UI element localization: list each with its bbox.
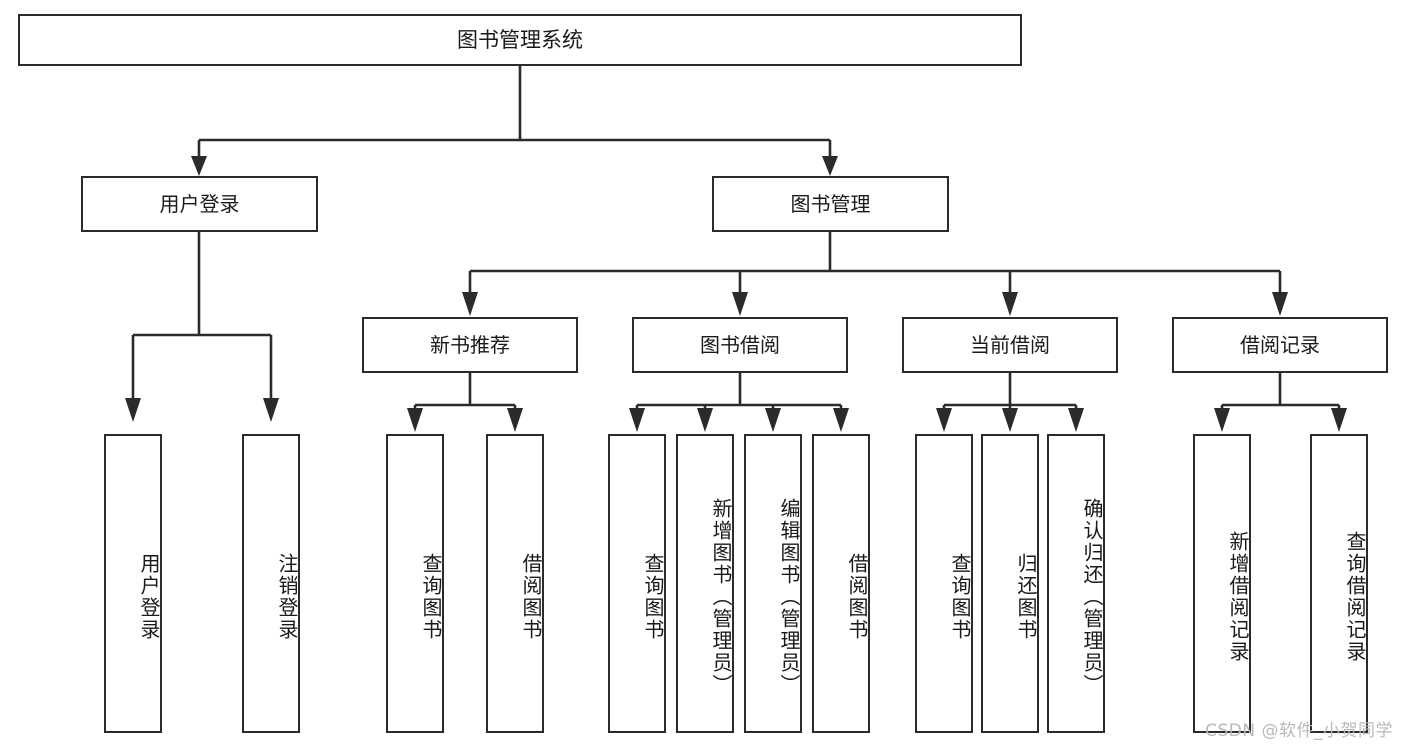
arrow-bm-child4 bbox=[1272, 292, 1288, 316]
arrow-nbr-c1 bbox=[407, 408, 423, 432]
leaf-borrow-borrow-book[interactable]: 借阅图书 bbox=[812, 434, 870, 733]
node-borrow-record[interactable]: 借阅记录 bbox=[1172, 317, 1388, 373]
arrow-to-book-manage bbox=[822, 156, 838, 176]
node-user-login[interactable]: 用户登录 bbox=[81, 176, 318, 232]
leaf-borrow-add-book-admin[interactable]: 新增图书（管理员） bbox=[676, 434, 734, 733]
arrow-jyjl-c2 bbox=[1331, 408, 1347, 432]
arrow-tsjy-c3 bbox=[765, 408, 781, 432]
leaf-current-confirm-return-admin[interactable]: 确认归还（管理员） bbox=[1047, 434, 1105, 733]
leaf-new-book-query[interactable]: 查询图书 bbox=[386, 434, 444, 733]
leaf-borrow-query-book[interactable]: 查询图书 bbox=[608, 434, 666, 733]
arrow-to-user-login bbox=[191, 156, 207, 176]
arrow-ul-child2 bbox=[263, 398, 279, 422]
arrow-nbr-c2 bbox=[507, 408, 523, 432]
leaf-user-login-signout[interactable]: 注销登录 bbox=[242, 434, 300, 733]
arrow-tsjy-c2 bbox=[697, 408, 713, 432]
arrow-dqjy-c3 bbox=[1068, 408, 1084, 432]
node-current-borrow[interactable]: 当前借阅 bbox=[902, 317, 1118, 373]
arrow-bm-child1 bbox=[462, 292, 478, 316]
arrow-jyjl-c1 bbox=[1214, 408, 1230, 432]
node-book-management[interactable]: 图书管理 bbox=[712, 176, 949, 232]
node-root-system[interactable]: 图书管理系统 bbox=[18, 14, 1022, 66]
arrow-dqjy-c2 bbox=[1002, 408, 1018, 432]
arrow-bm-child3 bbox=[1002, 292, 1018, 316]
node-book-borrow[interactable]: 图书借阅 bbox=[632, 317, 848, 373]
leaf-record-query-borrow-record[interactable]: 查询借阅记录 bbox=[1310, 434, 1368, 733]
leaf-current-query-book[interactable]: 查询图书 bbox=[915, 434, 973, 733]
arrow-dqjy-c1 bbox=[936, 408, 952, 432]
leaf-user-login-signin[interactable]: 用户登录 bbox=[104, 434, 162, 733]
arrow-ul-child1 bbox=[125, 398, 141, 422]
leaf-current-return-book[interactable]: 归还图书 bbox=[981, 434, 1039, 733]
leaf-new-book-borrow[interactable]: 借阅图书 bbox=[486, 434, 544, 733]
arrow-tsjy-c4 bbox=[833, 408, 849, 432]
node-new-book-recommend[interactable]: 新书推荐 bbox=[362, 317, 578, 373]
arrow-tsjy-c1 bbox=[629, 408, 645, 432]
leaf-record-add-borrow-record[interactable]: 新增借阅记录 bbox=[1193, 434, 1251, 733]
leaf-borrow-edit-book-admin[interactable]: 编辑图书（管理员） bbox=[744, 434, 802, 733]
arrow-bm-child2 bbox=[732, 292, 748, 316]
